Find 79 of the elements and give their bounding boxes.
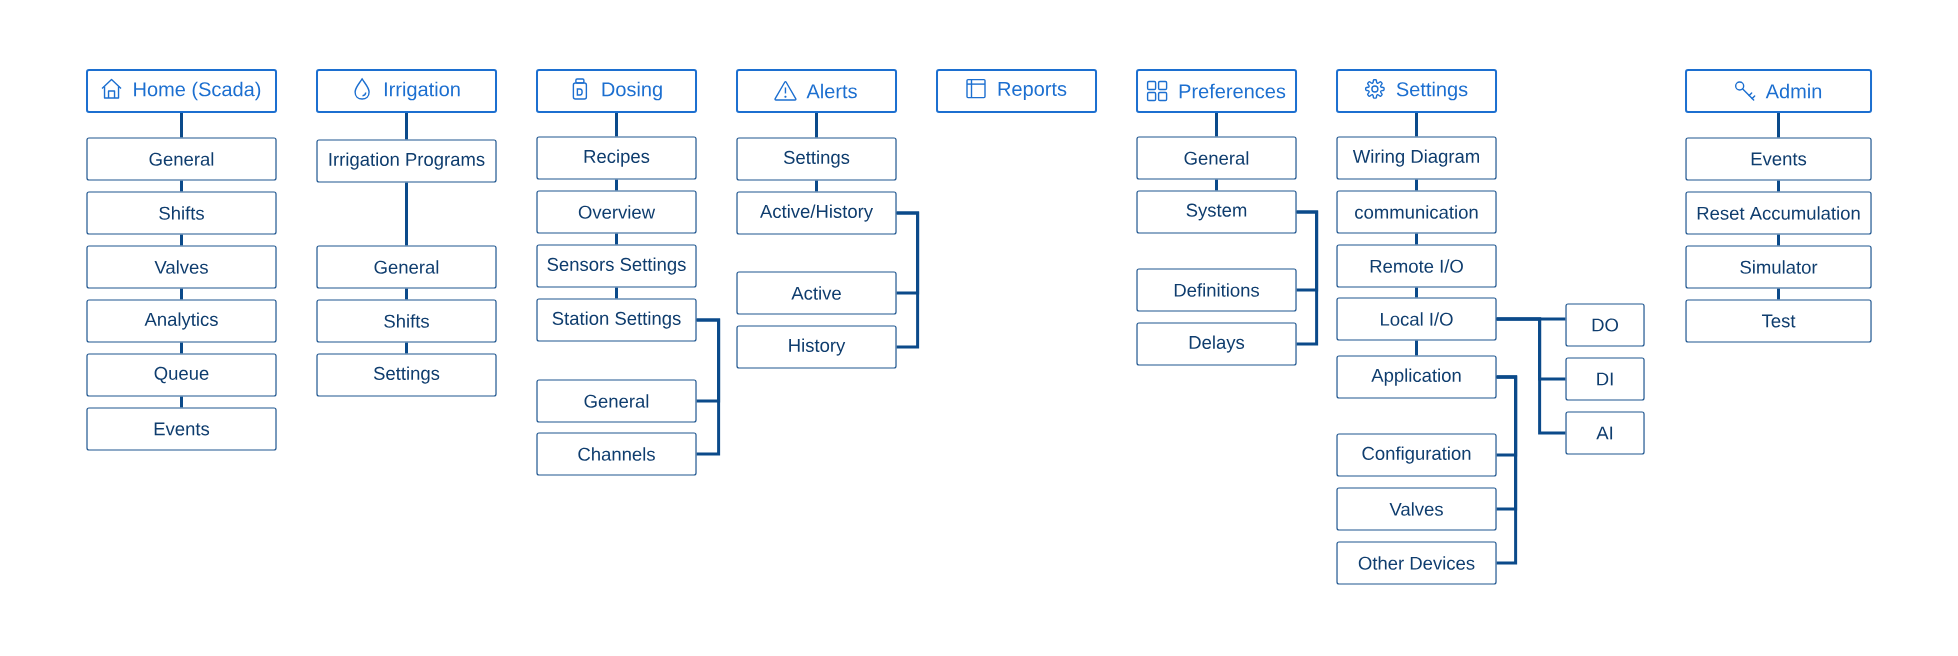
item-box: AI bbox=[1565, 411, 1645, 455]
item-box: Settings bbox=[736, 137, 897, 181]
item-box: Application bbox=[1336, 355, 1497, 399]
header-box: Alerts bbox=[736, 69, 897, 113]
item-box: Reset Accumulation bbox=[1685, 191, 1872, 235]
item-box: communication bbox=[1336, 190, 1497, 234]
connector-line bbox=[405, 182, 408, 246]
item-box: General bbox=[1136, 136, 1297, 180]
connector-line bbox=[1777, 234, 1780, 246]
connector-line bbox=[405, 113, 408, 140]
connector-line bbox=[615, 179, 618, 191]
connector-line bbox=[180, 396, 183, 408]
header-box: Irrigation bbox=[316, 69, 497, 113]
item-box: Shifts bbox=[316, 299, 497, 343]
item-box: General bbox=[536, 379, 697, 423]
item-box: History bbox=[736, 325, 897, 369]
item-box: Definitions bbox=[1136, 268, 1297, 312]
item-box: Valves bbox=[86, 245, 277, 289]
connector-line bbox=[815, 180, 818, 192]
header-box: Settings bbox=[1336, 69, 1497, 113]
item-box: Settings bbox=[316, 353, 497, 397]
item-box: DI bbox=[1565, 357, 1645, 401]
connector-line bbox=[615, 233, 618, 245]
connector-line bbox=[1415, 340, 1418, 356]
item-box: Configuration bbox=[1336, 433, 1497, 477]
connector-line bbox=[896, 211, 920, 349]
connector-line bbox=[405, 288, 408, 300]
item-box: DO bbox=[1565, 303, 1645, 347]
item-box: Valves bbox=[1336, 487, 1497, 531]
connector-line bbox=[1415, 179, 1418, 191]
connector-line bbox=[615, 287, 618, 299]
item-box: Active bbox=[736, 271, 897, 315]
connector-line bbox=[1777, 113, 1780, 138]
item-box: Channels bbox=[536, 432, 697, 476]
item-box: Simulator bbox=[1685, 245, 1872, 289]
connector-line bbox=[1215, 113, 1218, 137]
header-box: Home (Scada) bbox=[86, 69, 277, 113]
item-box: Overview bbox=[536, 190, 697, 234]
connector-line bbox=[1415, 233, 1418, 245]
item-box: Events bbox=[86, 407, 277, 451]
connector-line bbox=[1777, 180, 1780, 192]
connector-line bbox=[1496, 317, 1566, 435]
item-box: Active/History bbox=[736, 191, 897, 235]
header-box: Reports bbox=[936, 69, 1097, 113]
item-box: Delays bbox=[1136, 322, 1297, 366]
connector-line bbox=[180, 342, 183, 354]
item-box: Station Settings bbox=[536, 298, 697, 342]
item-box: Remote I/O bbox=[1336, 244, 1497, 288]
item-box: Wiring Diagram bbox=[1336, 136, 1497, 180]
connector-line bbox=[1296, 210, 1319, 346]
header-box: Admin bbox=[1685, 69, 1873, 113]
connector-line bbox=[180, 288, 183, 300]
item-box: Events bbox=[1685, 137, 1872, 181]
connector-line bbox=[1415, 113, 1418, 137]
connector-line bbox=[180, 234, 183, 246]
item-box: Sensors Settings bbox=[536, 244, 697, 288]
item-box: Shifts bbox=[86, 191, 277, 235]
item-box: Local I/O bbox=[1336, 297, 1497, 341]
connector-line bbox=[1777, 288, 1780, 300]
connector-line bbox=[1215, 179, 1218, 191]
connector-line bbox=[615, 113, 618, 137]
item-box: General bbox=[316, 245, 497, 289]
connector-line bbox=[1496, 375, 1518, 565]
connector-line bbox=[696, 318, 721, 456]
item-box: System bbox=[1136, 190, 1297, 234]
item-box: Queue bbox=[86, 353, 277, 397]
connector-line bbox=[405, 342, 408, 354]
connector-line bbox=[815, 113, 818, 138]
item-box: Recipes bbox=[536, 136, 697, 180]
item-box: Test bbox=[1685, 299, 1872, 343]
item-box: Analytics bbox=[86, 299, 277, 343]
connector-line bbox=[180, 180, 183, 192]
connector-line bbox=[1415, 287, 1418, 298]
item-box: Irrigation Programs bbox=[316, 139, 497, 183]
header-box: Dosing bbox=[536, 69, 697, 113]
connector-line bbox=[180, 113, 183, 138]
item-box: Other Devices bbox=[1336, 541, 1497, 585]
header-box: Preferences bbox=[1136, 69, 1297, 113]
item-box: General bbox=[86, 137, 277, 181]
